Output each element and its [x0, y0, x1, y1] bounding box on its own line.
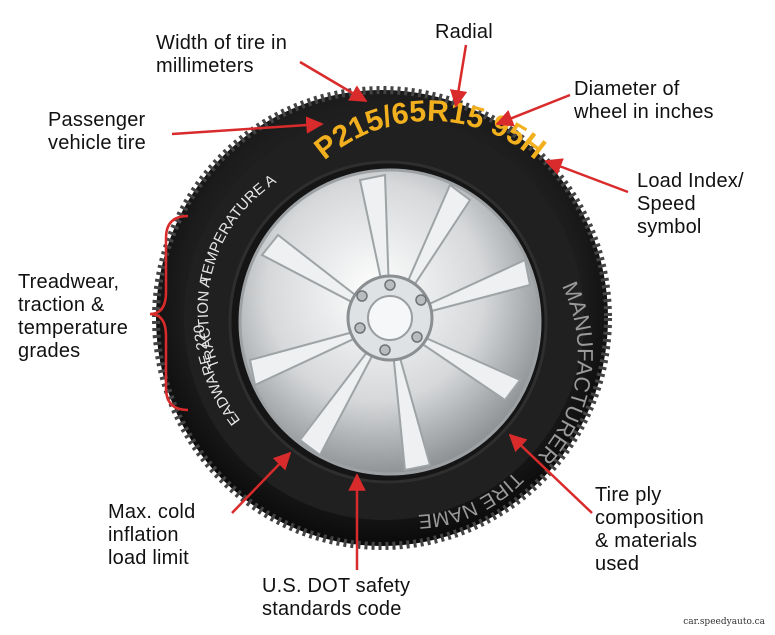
- label-radial: Radial: [435, 21, 493, 43]
- callout-arrows: [171, 44, 629, 570]
- tire-tread-edge: [152, 86, 612, 550]
- arrow-ply: [508, 433, 593, 514]
- arrow-width: [299, 60, 368, 103]
- arrow-inflation: [231, 451, 292, 514]
- arrow-diameter: [495, 93, 571, 127]
- arrow-load: [544, 158, 629, 194]
- grades-bracket: [149, 214, 189, 412]
- arrow-passenger: [171, 116, 324, 136]
- lug-nuts: [354, 279, 427, 356]
- credit-text: car.speedyauto.ca: [683, 617, 765, 627]
- wheel-center-cap: [367, 295, 413, 341]
- arrow-radial: [449, 44, 468, 108]
